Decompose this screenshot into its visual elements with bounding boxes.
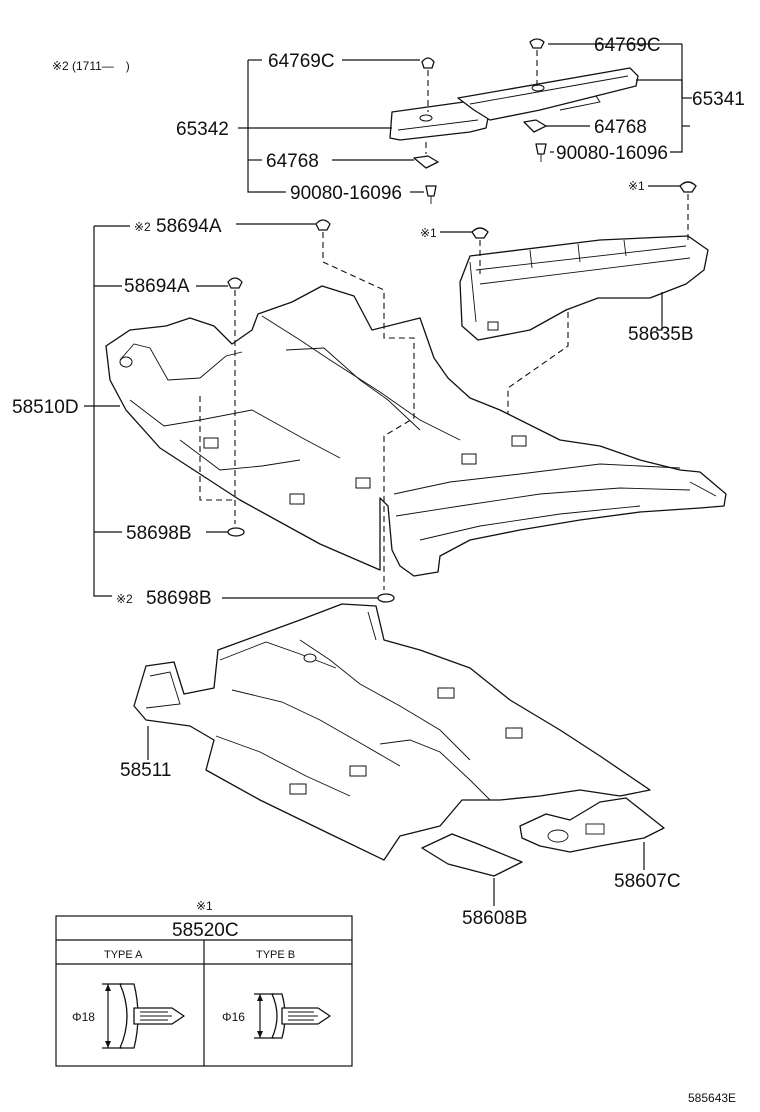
- clip-58694a-upper: [315, 219, 331, 231]
- mark-note2-58694a: ※2: [134, 220, 151, 234]
- grommet-58698b-left: [227, 527, 245, 537]
- grommet-58698b-right: [377, 593, 395, 603]
- inset-type-b-label: TYPE B: [256, 949, 295, 961]
- label-65341: 65341: [692, 89, 745, 110]
- clip-58520c-a: [471, 227, 489, 239]
- label-64769c-right: 64769C: [594, 35, 661, 56]
- inset-type-a-diameter: Φ18: [72, 1010, 95, 1024]
- header-note-mark: ※2: [52, 59, 69, 73]
- inset-part-number: 58520C: [172, 920, 239, 941]
- label-58698b-right: 58698B: [146, 588, 212, 609]
- header-note-text: (1711— ): [72, 59, 130, 73]
- label-58510d: 58510D: [12, 397, 79, 418]
- screw-90080-right: [535, 143, 547, 162]
- clip-type-b-drawing: [254, 993, 331, 1039]
- label-58635b: 58635B: [628, 324, 694, 345]
- screw-90080-left: [425, 185, 437, 204]
- mark-note1-tray-a: ※1: [420, 226, 437, 240]
- clip-58520c-b: [679, 181, 697, 193]
- label-58607c: 58607C: [614, 871, 681, 892]
- mark-note2-58698b: ※2: [116, 592, 133, 606]
- label-58608b: 58608B: [462, 908, 528, 929]
- label-90080-right: 90080-16096: [556, 143, 668, 164]
- floor-carpet-58510d: [105, 285, 727, 577]
- clip-64769c-right: [529, 38, 545, 49]
- label-58694a-lower: 58694A: [124, 276, 190, 297]
- inset-note-mark: ※1: [196, 899, 213, 913]
- label-58694a-upper: 58694A: [156, 216, 222, 237]
- label-58698b-left: 58698B: [126, 523, 192, 544]
- label-58511: 58511: [120, 760, 171, 781]
- floor-silencer-58511: [133, 603, 651, 861]
- clip-type-a-drawing: [102, 983, 185, 1049]
- label-64769c-left: 64769C: [268, 51, 335, 72]
- clip-64769c-left: [421, 57, 435, 69]
- floor-mat-58607c: [519, 797, 665, 853]
- inset-type-a-label: TYPE A: [104, 949, 143, 961]
- trim-panel-65342: [389, 99, 489, 141]
- floor-mat-58608b: [421, 833, 523, 877]
- clip-64768-left: [413, 155, 439, 169]
- mark-note1-tray-b: ※1: [628, 179, 645, 193]
- label-64768-right: 64768: [594, 117, 647, 138]
- label-65342: 65342: [176, 119, 229, 140]
- inset-type-b-diameter: Φ16: [222, 1010, 245, 1024]
- label-64768-left: 64768: [266, 151, 319, 172]
- rear-tray-58635b: [459, 235, 709, 341]
- clip-64768-right: [523, 119, 547, 133]
- clip-58694a-lower: [227, 277, 243, 289]
- label-90080-left: 90080-16096: [290, 183, 402, 204]
- inset-table-58520c: ※1 58520C TYPE A TYPE B Φ18: [55, 899, 353, 1067]
- figure-id: 585643E: [688, 1091, 736, 1105]
- trim-panel-65341: [457, 67, 639, 121]
